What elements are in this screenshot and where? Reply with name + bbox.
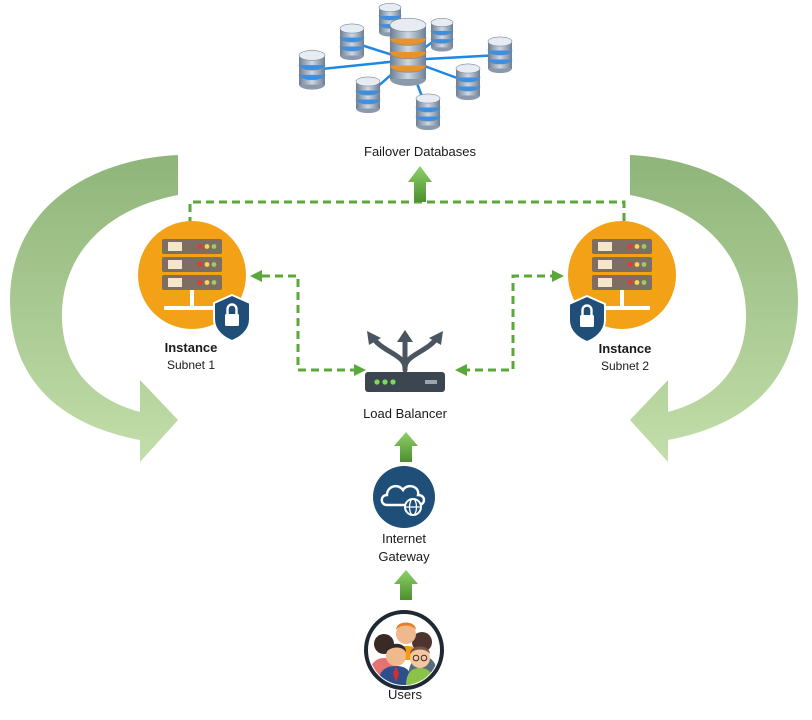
server-icon — [162, 239, 222, 310]
instance2-node — [568, 221, 676, 344]
shield-lock-icon — [213, 293, 251, 343]
up-arrow-to-gateway — [394, 570, 418, 600]
gateway-label-line2: Gateway — [378, 549, 430, 564]
right-curve-arrow — [630, 155, 798, 462]
users-group-icon — [364, 610, 444, 690]
up-arrow-to-db — [408, 166, 432, 202]
dashed-connectors — [188, 200, 626, 372]
database-cylinder — [455, 63, 481, 101]
database-cluster-icon — [298, 3, 513, 131]
arrowhead-to-lb-right — [455, 364, 467, 376]
up-arrow-to-lb — [394, 432, 418, 462]
instance2-title: Instance — [598, 341, 652, 356]
instance1-node — [138, 221, 251, 343]
connector-arrowheads — [250, 270, 564, 376]
gateway-node — [373, 466, 435, 528]
database-cylinder — [415, 93, 441, 131]
load-balancer-icon — [365, 330, 445, 392]
arrowhead-to-instance1 — [250, 270, 262, 282]
database-cylinder — [389, 17, 427, 86]
shield-lock-icon — [568, 294, 606, 344]
database-cylinder — [339, 23, 365, 61]
cloud-globe-icon — [380, 484, 426, 516]
arrowhead-to-instance2 — [552, 270, 564, 282]
up-arrows — [394, 166, 432, 600]
left-curve-arrow — [10, 155, 178, 462]
server-icon — [592, 239, 652, 310]
instance1-subnet: Subnet 1 — [166, 358, 216, 372]
database-cylinder — [430, 18, 454, 52]
connector-instances-to-db — [188, 200, 626, 225]
failover-databases-label: Failover Databases — [364, 144, 476, 159]
arrowhead-to-lb-left — [354, 364, 366, 376]
gateway-label-line1: Internet — [381, 531, 427, 546]
instance2-subnet: Subnet 2 — [600, 359, 650, 373]
database-cylinder — [355, 76, 381, 114]
users-label: Users — [388, 687, 422, 702]
instance1-title: Instance — [164, 340, 218, 355]
connector-lb-to-instance2 — [462, 274, 555, 372]
database-cylinder — [298, 50, 326, 90]
database-cylinder — [487, 36, 513, 74]
connector-lb-to-instance1 — [258, 274, 358, 372]
load-balancer-label: Load Balancer — [363, 406, 447, 421]
